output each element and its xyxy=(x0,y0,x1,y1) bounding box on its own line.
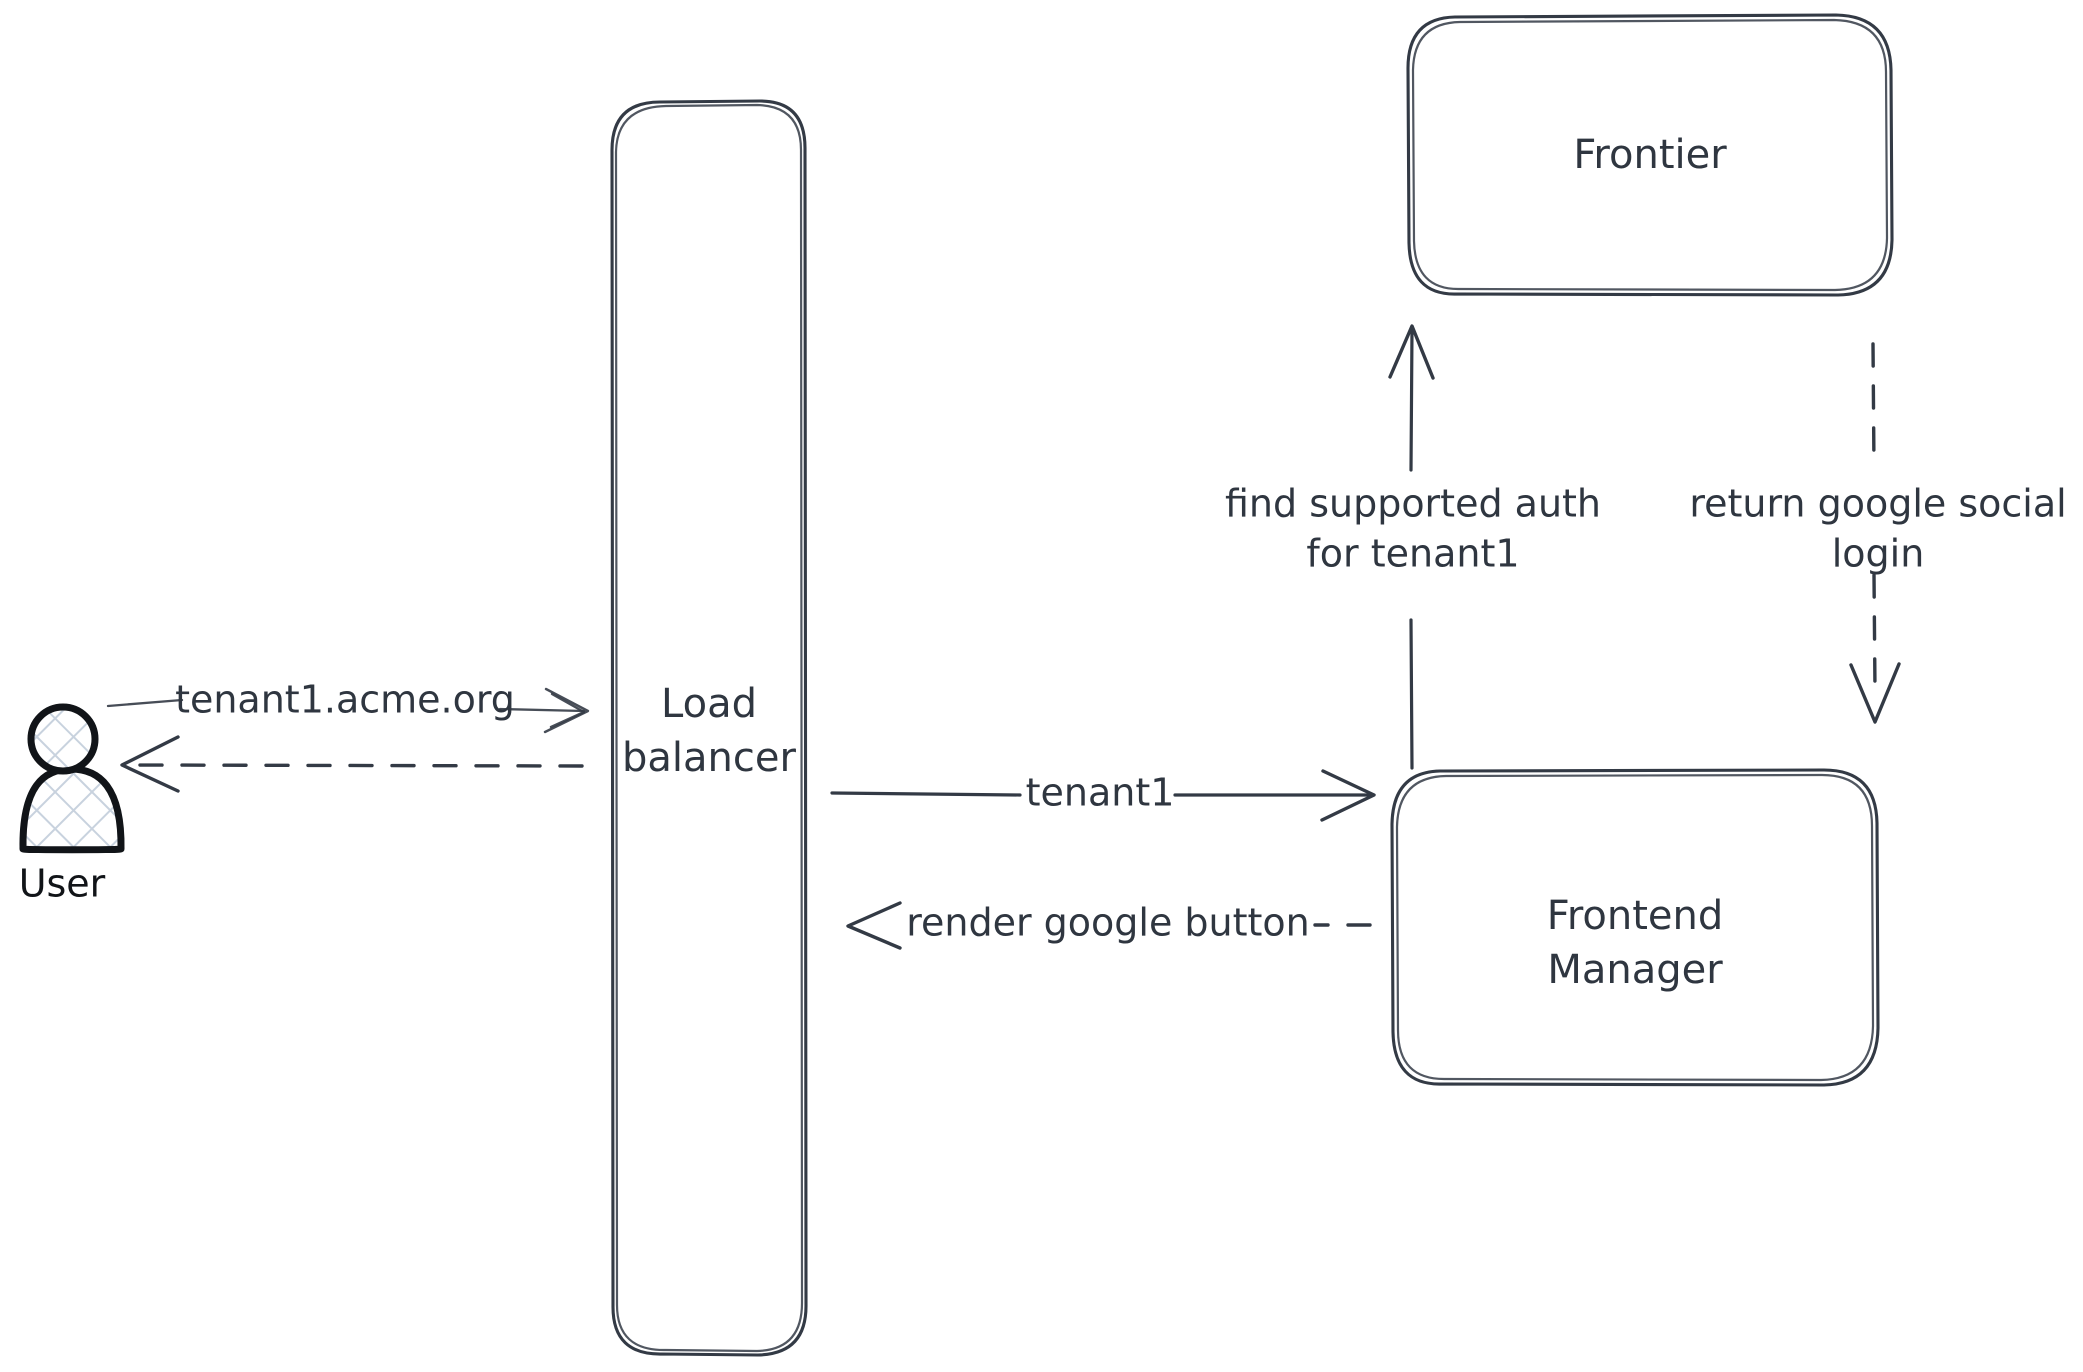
node-user[interactable]: User xyxy=(19,703,125,906)
edge-frontier-to-frontend-manager[interactable]: return google social login xyxy=(1689,342,2067,724)
node-load-balancer[interactable]: Load balancer xyxy=(610,99,808,1357)
edge-label-user-to-load-balancer: tenant1.acme.org xyxy=(175,678,515,722)
edge-label-frontend-manager-to-frontier-line1: find supported auth xyxy=(1225,482,1601,526)
edge-label-frontier-to-frontend-manager-line2: login xyxy=(1832,532,1925,576)
edge-label-frontier-to-frontend-manager-line1: return google social xyxy=(1689,482,2066,526)
node-label-frontier: Frontier xyxy=(1573,132,1727,178)
node-label-frontend-manager-line2: Manager xyxy=(1547,947,1723,993)
node-label-load-balancer-line1: Load xyxy=(661,681,757,727)
node-frontend-manager[interactable]: Frontend Manager xyxy=(1390,768,1880,1087)
actor-label-user: User xyxy=(19,862,106,906)
edge-load-balancer-to-frontend-manager[interactable]: tenant1 xyxy=(830,769,1376,822)
edge-frontend-manager-to-frontier[interactable]: find supported auth for tenant1 xyxy=(1225,324,1601,770)
edge-load-balancer-to-user[interactable] xyxy=(120,735,584,793)
edge-label-load-balancer-to-frontend-manager: tenant1 xyxy=(1026,771,1175,815)
edge-label-frontend-manager-to-frontier-line2: for tenant1 xyxy=(1306,532,1519,576)
node-frontier[interactable]: Frontier xyxy=(1406,13,1894,297)
node-label-load-balancer-line2: balancer xyxy=(622,735,796,781)
edge-label-frontend-manager-to-load-balancer: render google button xyxy=(906,901,1310,945)
edge-frontend-manager-to-load-balancer[interactable]: render google button xyxy=(846,901,1372,950)
node-label-frontend-manager-line1: Frontend xyxy=(1547,893,1724,939)
user-icon xyxy=(19,703,125,854)
edge-user-to-load-balancer[interactable]: tenant1.acme.org xyxy=(106,678,590,734)
